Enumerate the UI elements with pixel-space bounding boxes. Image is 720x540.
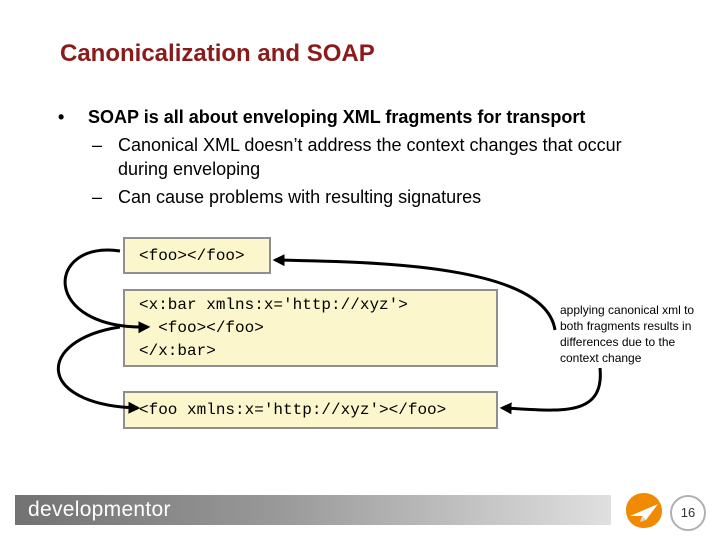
annotation-line: both fragments results in (560, 319, 692, 333)
annotation-line: differences due to the (560, 335, 676, 349)
annotation-line: context change (560, 351, 642, 365)
code-box-foo-ns: <foo xmlns:x='http://xyz'></foo> (123, 391, 498, 429)
arrow-bar-to-foo-ns (57, 325, 141, 414)
sub-bullet-marker: – (92, 135, 103, 155)
arrow-note-to-foo (272, 254, 557, 331)
paper-plane-logo-icon (626, 493, 662, 528)
page-number: 16 (670, 495, 706, 531)
slide-title: Canonicalization and SOAP (60, 40, 375, 67)
code-line: <x:bar xmlns:x='http://xyz'> (139, 296, 408, 314)
footer-bar (15, 495, 611, 525)
code-line: </x:bar> (139, 342, 216, 360)
arrow-note-to-foo-ns (499, 367, 602, 415)
sub-bullet-marker: – (92, 187, 103, 207)
sub-bullet-2-text: Can cause problems with resulting signat… (118, 187, 482, 207)
code-line: <foo xmlns:x='http://xyz'></foo> (139, 401, 447, 419)
code-box-foo: <foo></foo> (123, 237, 271, 274)
code-line: <foo></foo> (139, 247, 245, 265)
bullet-1-text: SOAP is all about enveloping XML fragmen… (88, 107, 586, 127)
code-line: <foo></foo> (139, 319, 264, 337)
arrow-foo-to-nested (63, 248, 151, 334)
annotation-line: applying canonical xml to (560, 303, 695, 317)
bullet-marker: • (58, 107, 65, 127)
brand-logo-text: developmentor (28, 498, 171, 521)
sub-bullet-1-line1: Canonical XML doesn’t address the contex… (118, 135, 622, 155)
code-box-bar: <x:bar xmlns:x='http://xyz'> <foo></foo>… (123, 289, 498, 367)
annotation-note: applying canonical xml to both fragments… (560, 302, 720, 366)
sub-bullet-1-line2: during enveloping (118, 159, 261, 179)
